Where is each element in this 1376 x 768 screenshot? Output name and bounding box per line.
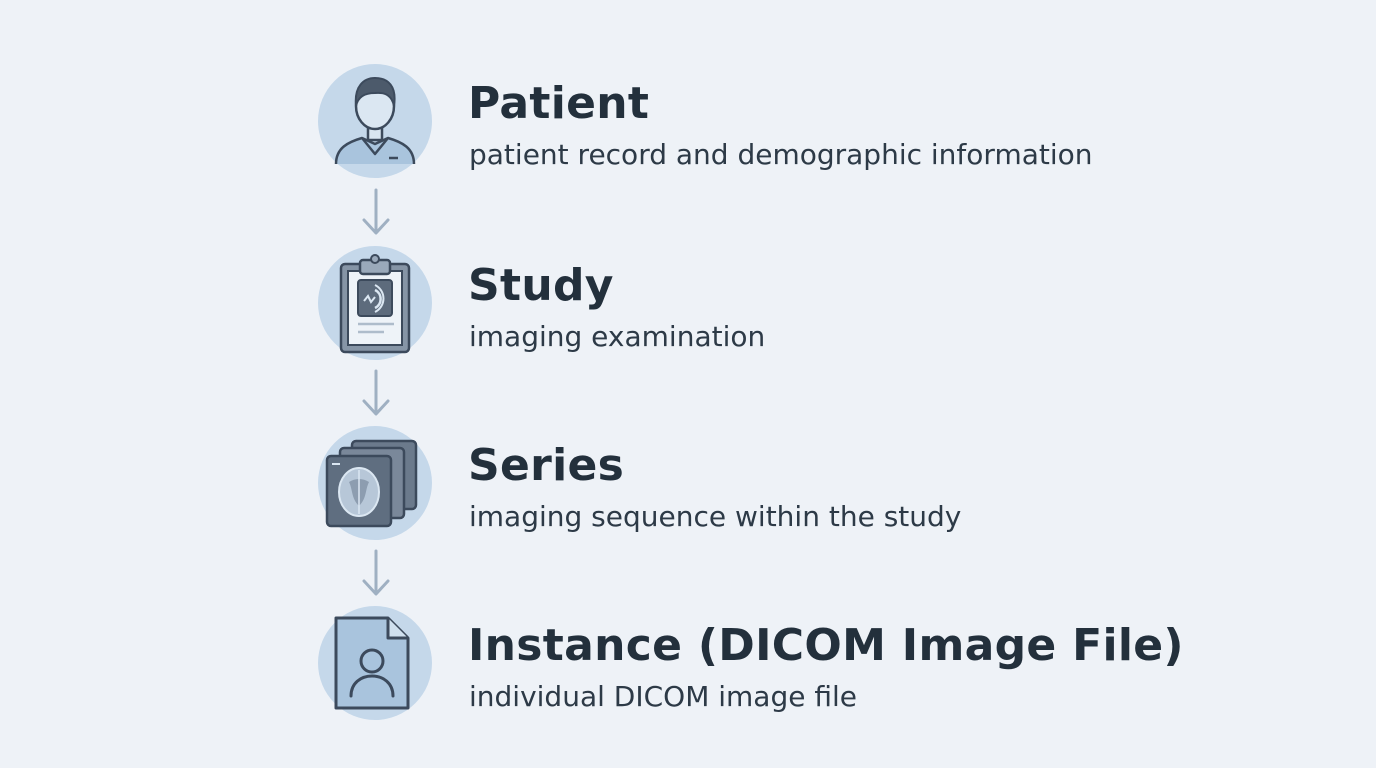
image-file-icon <box>334 616 410 710</box>
level-description: imaging examination <box>469 320 766 353</box>
level-title: Patient <box>468 78 650 129</box>
level-description: imaging sequence within the study <box>469 500 962 533</box>
series-icon-circle <box>318 426 432 540</box>
level-description: patient record and demographic informati… <box>469 138 1093 171</box>
study-icon-circle <box>318 246 432 360</box>
arrow-down-icon <box>362 549 390 596</box>
level-title: Study <box>468 260 614 311</box>
level-series: Series imaging sequence within the study <box>318 426 1218 542</box>
level-title: Series <box>468 440 625 491</box>
level-study: Study imaging examination <box>318 246 1218 362</box>
level-title: Instance (DICOM Image File) <box>468 620 1184 671</box>
instance-icon-circle <box>318 606 432 720</box>
arrow-down-icon <box>362 369 390 416</box>
image-stack-icon <box>325 439 418 528</box>
level-patient: Patient patient record and demographic i… <box>318 64 1218 180</box>
patient-icon-circle <box>318 64 432 178</box>
level-instance: Instance (DICOM Image File) individual D… <box>318 606 1218 722</box>
person-icon <box>334 76 416 165</box>
clipboard-icon <box>339 254 411 354</box>
arrow-down-icon <box>362 188 390 235</box>
level-description: individual DICOM image file <box>469 680 858 713</box>
